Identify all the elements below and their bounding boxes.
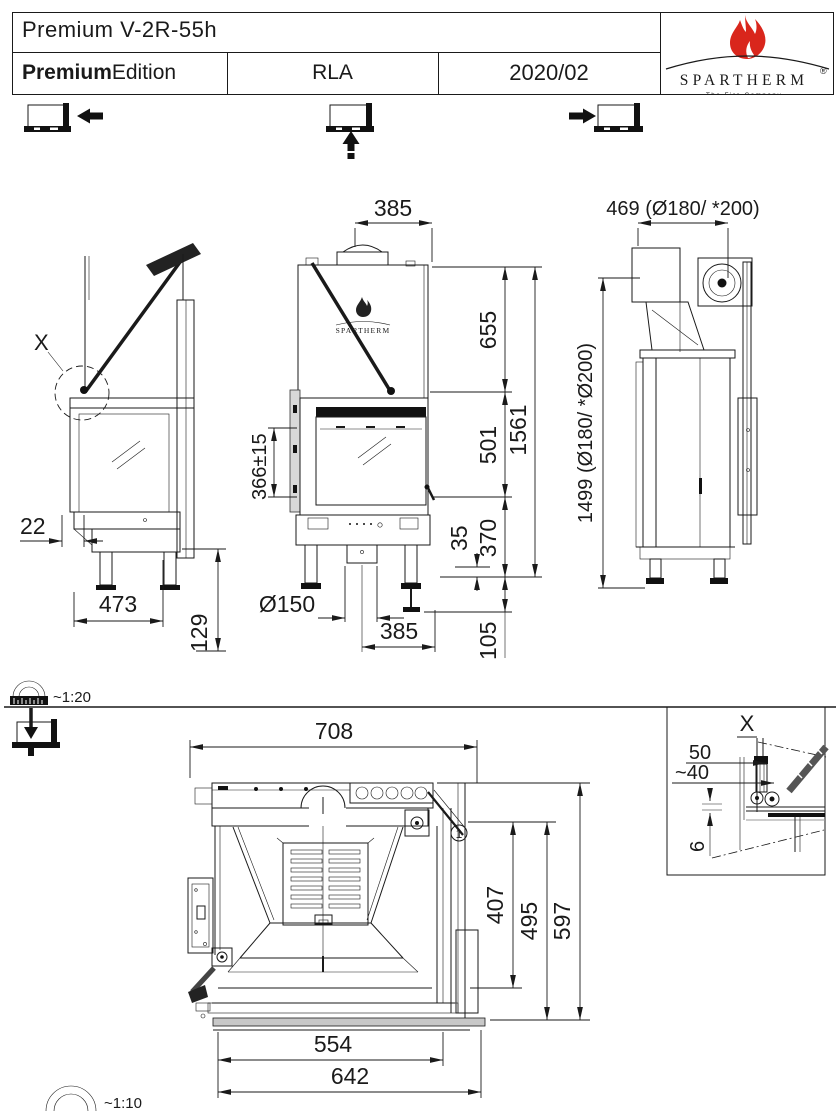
protractor-scale-icon <box>10 680 48 705</box>
plan-scale-label: ~1:10 <box>104 1095 142 1111</box>
detail-dim-gap-label: 6 <box>687 841 709 852</box>
detail-view-x: X 50 <box>666 706 829 876</box>
flame-icon <box>356 297 372 317</box>
detail-x-title: X <box>740 711 755 736</box>
brand-logo: SPARTHERM ® The Fire Company <box>665 15 830 94</box>
right-side-elevation: 469 (Ø180/ *200) 1499 (Ø180/ *Ø200) <box>575 198 760 589</box>
dim-glass-height-label: 366±15 <box>249 433 271 500</box>
front-elevation: SPARTHERM <box>249 195 542 660</box>
dim-duct-spacing-label: 385 <box>380 618 418 644</box>
scale-elevations: ~1:20 <box>4 680 836 756</box>
detail-x-callout-label: X <box>34 330 49 355</box>
detail-x-circle <box>54 365 110 421</box>
brand-tagline: The Fire Company <box>706 92 782 94</box>
dim-plinth-height-label: 129 <box>186 614 212 652</box>
section-box-arrow-up-icon <box>326 103 374 159</box>
dim-hood-height-label: 655 <box>475 311 501 349</box>
dim-body-depth-label: 495 <box>516 902 542 940</box>
section-box-arrow-right-icon <box>569 103 643 132</box>
detail-dim-upper-label: 50 <box>689 742 711 764</box>
title-block-border <box>12 12 834 14</box>
box-down-arrow-icon <box>12 708 60 756</box>
view-direction-row <box>24 103 643 159</box>
scale-plan: ~1:10 <box>45 1085 142 1111</box>
brand-name: SPARTHERM <box>680 72 808 89</box>
revision-date: 2020/02 <box>509 60 589 85</box>
flame-icon <box>730 15 766 59</box>
registered-mark: ® <box>820 66 827 76</box>
dim-flue-vertical-label: 1499 (Ø180/ *Ø200) <box>575 343 597 523</box>
dim-floor-duct-label: Ø150 <box>259 591 315 617</box>
dim-overall-width-label: 708 <box>315 718 353 744</box>
detail-dim-lower-label: ~40 <box>675 762 709 784</box>
edition-label: PremiumEdition <box>22 61 177 84</box>
protractor-scale-icon <box>45 1085 97 1111</box>
dim-front-offset-label: 22 <box>20 513 46 539</box>
air-system-label: RLA <box>312 61 353 84</box>
dim-base-height-label: 370 <box>475 519 501 557</box>
dim-chamber-depth-label: 407 <box>482 886 508 924</box>
dim-door-height-label: 501 <box>475 426 501 464</box>
elevation-scale-label: ~1:20 <box>53 689 91 706</box>
plan-view: 708 1 <box>187 718 590 1098</box>
logo-swoosh <box>665 55 830 70</box>
section-box-arrow-left-icon <box>24 103 103 132</box>
dim-gap-label: 35 <box>446 525 472 551</box>
model-name: Premium V-2R-55h <box>22 17 218 42</box>
dim-overall-depth-label: 597 <box>549 902 575 940</box>
dim-frame-width-label: 642 <box>331 1063 369 1089</box>
dim-depth-label: 473 <box>99 591 137 617</box>
hood-brand-text: SPARTHERM <box>336 326 391 335</box>
dim-flue-collar-width-label: 385 <box>374 195 412 221</box>
left-side-elevation: X 22 473 129 <box>20 243 226 652</box>
dim-foot-height-label: 105 <box>475 622 501 660</box>
dim-flue-horizontal-label: 469 (Ø180/ *200) <box>606 198 759 220</box>
dim-glass-width-label: 554 <box>314 1031 353 1057</box>
dim-total-height-label: 1561 <box>505 404 531 455</box>
part-callout-number: 1 <box>456 827 463 841</box>
